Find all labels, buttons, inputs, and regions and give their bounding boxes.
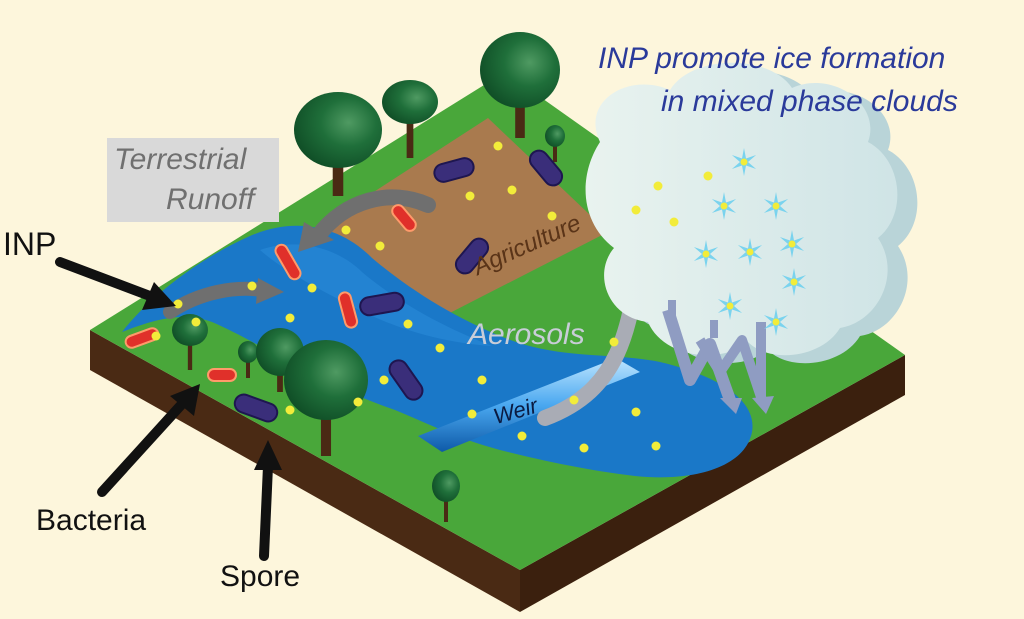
cloud — [585, 62, 898, 356]
inp-particle-icon — [341, 225, 351, 235]
inp-particle-icon — [569, 395, 579, 405]
ice-crystal-icon — [717, 292, 743, 320]
ice-crystal-icon — [763, 308, 789, 336]
inp-particle-icon — [403, 319, 413, 329]
inp-particle-icon — [631, 407, 641, 417]
terrestrial-runoff-label-line2: Runoff — [166, 183, 255, 216]
ice-crystal-icon — [763, 192, 789, 220]
inp-pointer-arrow-head — [142, 282, 176, 310]
bacteria-icon — [207, 368, 237, 382]
inp-particle-icon — [285, 313, 295, 323]
precipitation-block-2 — [710, 320, 718, 338]
inp-particle-icon — [669, 217, 679, 227]
ice-crystal-icon — [781, 268, 807, 296]
cloud-caption-line1: INP promote ice formation — [598, 42, 946, 75]
microbes — [124, 149, 564, 423]
inp-particle-icon — [477, 375, 487, 385]
inp-particle-icon — [247, 281, 257, 291]
precipitation-stream — [756, 322, 766, 402]
inp-particle-icon — [703, 171, 713, 181]
tree-icon — [545, 125, 565, 162]
ice-crystal-icon — [731, 148, 757, 176]
aerosols-label: Aerosols — [468, 318, 585, 351]
tree-icon — [284, 340, 368, 456]
ice-crystal-icon — [779, 230, 805, 258]
spore-label: Spore — [220, 560, 301, 593]
bacteria-icon — [391, 204, 417, 232]
spore-pointer-arrow — [259, 461, 273, 561]
spore-icon — [454, 237, 490, 275]
runoff-arrow-field — [310, 189, 436, 244]
inp-particle-icon — [353, 397, 363, 407]
inp-label: INP — [3, 226, 57, 262]
inp-particle-icon — [493, 141, 503, 151]
inp-particle-icon — [375, 241, 385, 251]
trees — [172, 32, 565, 522]
spore-icon — [359, 291, 405, 317]
ice-crystals — [693, 148, 807, 336]
inp-particle-icon — [579, 443, 589, 453]
tree-icon — [294, 92, 382, 196]
bacteria-icon — [337, 291, 359, 329]
inp-pointer-arrow — [55, 257, 155, 301]
ice-crystal-icon — [737, 238, 763, 266]
inp-particle-icon — [285, 405, 295, 415]
spore-icon — [433, 157, 475, 183]
precipitation-arrow-2 — [695, 335, 767, 402]
inp-particle-icon — [609, 337, 619, 347]
inp-particle-icon — [173, 299, 183, 309]
inp-particle-icon — [151, 331, 161, 341]
inp-particle-icon — [517, 431, 527, 441]
bacteria-pointer-arrow — [97, 399, 187, 497]
runoff-arrow-field-head — [298, 222, 334, 252]
terrestrial-runoff-label-line1: Terrestrial — [114, 143, 247, 176]
soil-slab-right — [520, 355, 905, 612]
precipitation-block-1 — [668, 300, 676, 322]
weir — [418, 358, 640, 452]
bacteria-label: Bacteria — [36, 504, 147, 537]
ice-crystal-icon — [693, 240, 719, 268]
soil-slab-left — [90, 330, 520, 612]
inp-particle-icon — [467, 409, 477, 419]
inp-particle-icon — [307, 283, 317, 293]
tree-icon — [238, 341, 258, 378]
cloud-caption-line2: in mixed phase clouds — [661, 85, 958, 118]
inp-particle-icon — [191, 317, 201, 327]
inp-particle-icon — [379, 375, 389, 385]
tree-icon — [382, 80, 438, 158]
bacteria-pointer-arrow-head — [170, 384, 200, 416]
inp-particle-icon — [653, 181, 663, 191]
tree-icon — [480, 32, 560, 138]
inp-particle-icon — [547, 211, 557, 221]
spore-icon — [388, 359, 424, 401]
inp-particle-icon — [435, 343, 445, 353]
spore-pointer-arrow-head — [254, 440, 282, 470]
spore-icon — [233, 393, 279, 423]
spore-icon — [528, 149, 564, 187]
inp-particle-icon — [465, 191, 475, 201]
inp-particle-icon — [651, 441, 661, 451]
ice-crystal-icon — [711, 192, 737, 220]
terrestrial-runoff-label-box — [107, 138, 279, 222]
runoff-arrow-bank-head — [256, 278, 284, 304]
tree-icon — [432, 470, 460, 522]
inp-particle-icon — [507, 185, 517, 195]
inp-particle-icon — [631, 205, 641, 215]
bacteria-icon — [274, 243, 302, 281]
inp-particles — [151, 141, 713, 453]
precipitation-arrow-1-head — [720, 398, 742, 414]
